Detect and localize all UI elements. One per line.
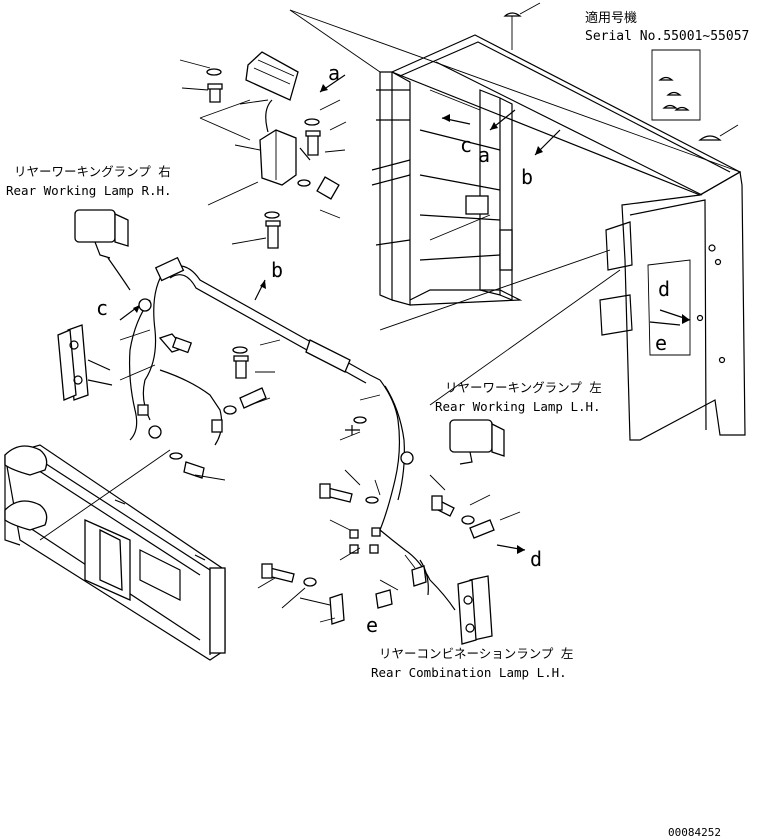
working-lamp-rh-jp: リヤーワーキングランプ 右 (14, 164, 171, 179)
working-lamp-lh (449, 419, 505, 465)
working-lamp-lh-en: Rear Working Lamp L.H. (435, 399, 601, 414)
arrow-markers (119, 74, 691, 554)
wiring-harness (128, 256, 431, 581)
applicable-serial-jp: 適用号機 (585, 10, 637, 26)
callout-d-cab: d (658, 277, 670, 301)
rear-combination-lamp-lh (429, 575, 493, 645)
cab-frame (371, 2, 746, 441)
drawing-number: 00084252 (668, 826, 721, 839)
working-lamp-rh-bracket (245, 51, 340, 200)
fasteners-rh (206, 68, 321, 249)
fasteners-bottom (261, 559, 429, 625)
combination-lamp-lh-jp: リヤーコンビネーションランプ 左 (379, 646, 573, 661)
callout-c-left: c (96, 296, 108, 320)
rear-frame (4, 444, 226, 661)
lamp-mount-block (259, 129, 297, 186)
callout-e-cab: e (655, 331, 667, 355)
callout-b-cab: b (521, 165, 533, 189)
callout-a-top: a (328, 61, 340, 85)
fasteners-lh (319, 483, 495, 554)
working-lamp-rh (74, 209, 131, 291)
working-lamp-rh-en: Rear Working Lamp R.H. (6, 183, 172, 198)
working-lamp-lh-jp: リヤーワーキングランプ 左 (445, 380, 602, 395)
callout-a-cab: a (478, 143, 490, 167)
callout-b-left: b (271, 258, 283, 282)
harness-clip (305, 339, 351, 373)
bracket (465, 195, 489, 215)
serial-range: Serial No.55001~55057 (585, 29, 749, 44)
lamp-head (74, 209, 116, 243)
rear-combination-lamp-rh (57, 324, 113, 401)
callout-c-cab: c (460, 133, 472, 157)
combination-lamp-lh-en: Rear Combination Lamp L.H. (371, 665, 567, 680)
bracket (499, 229, 513, 271)
callout-e-bottom: e (366, 613, 378, 637)
fasteners-middle (158, 333, 367, 479)
callout-d-right: d (530, 547, 542, 571)
lamp-head (449, 419, 493, 453)
